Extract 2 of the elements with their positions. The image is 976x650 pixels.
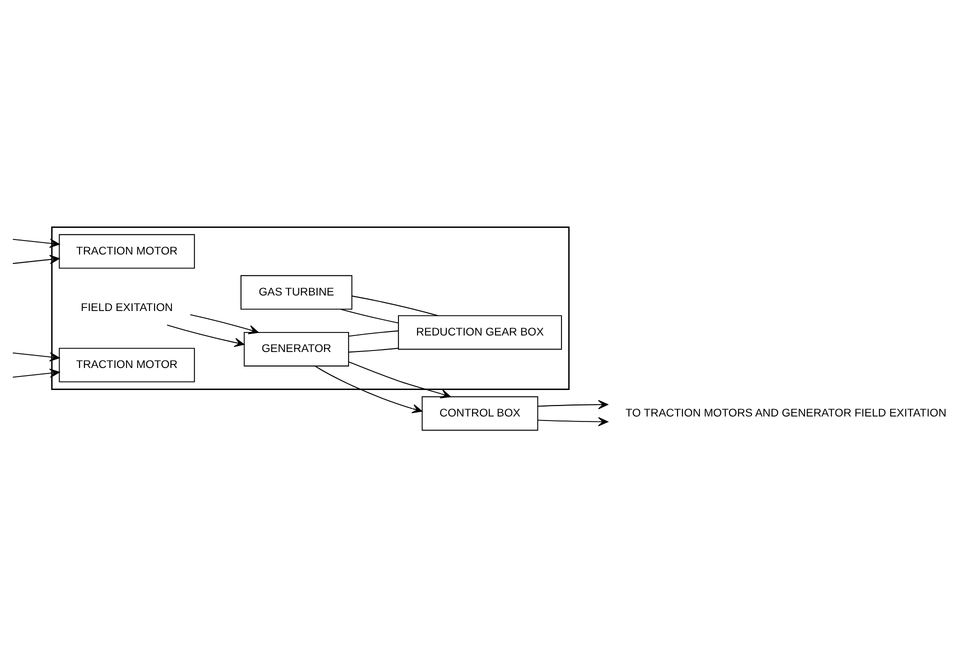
node-text: FIELD EXITATION bbox=[80, 302, 173, 314]
node-text: TO TRACTION MOTORS AND GENERATOR FIELD EXITATION bbox=[626, 407, 946, 420]
